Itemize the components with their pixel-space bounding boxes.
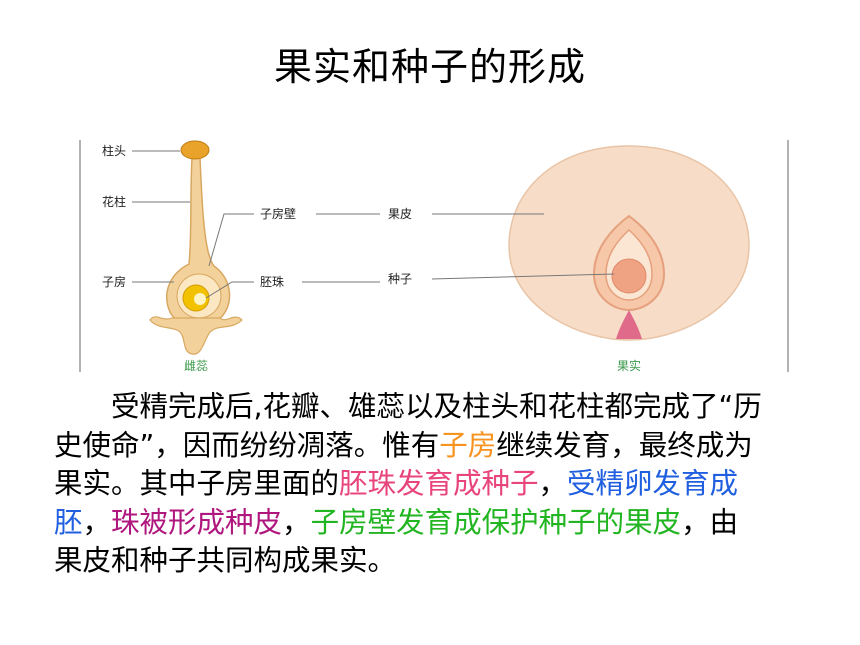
label-ovary: 子房 <box>102 274 126 289</box>
leader-seed <box>431 273 615 280</box>
leader-lines <box>132 150 615 299</box>
label-seed: 种子 <box>388 272 412 286</box>
leader-ovule <box>205 281 254 299</box>
label-pericarp: 果皮 <box>388 207 412 221</box>
label-style: 花柱 <box>102 194 126 209</box>
seed <box>611 258 647 294</box>
receptacle <box>149 316 243 355</box>
highlight-integument-to-seed-coat: 珠被形成种皮 <box>111 505 283 539</box>
fruit-stem-base <box>616 310 642 339</box>
text-segment: 受精完成后,花瓣、雄蕊以及柱头和花柱都完成了“历史使命”，因而纷纷凋落。惟有 <box>54 390 762 462</box>
fruit-illustration <box>508 145 750 341</box>
text-segment: ， <box>82 505 112 539</box>
stigma <box>180 140 210 160</box>
explanation-paragraph: 受精完成后,花瓣、雄蕊以及柱头和花柱都完成了“历史使命”，因而纷纷凋落。惟有子房… <box>54 388 766 581</box>
highlight-ovary: 子房 <box>439 428 497 462</box>
pistil-illustration <box>149 140 243 355</box>
leader-ovary-wall <box>208 213 254 267</box>
text-segment: ， <box>538 467 568 500</box>
highlight-ovary-wall-to-pericarp: 子房壁发育成保护种子的果皮 <box>310 505 682 539</box>
flower-to-fruit-diagram: 柱头 花柱 子房 子房壁 胚珠 果皮 种子 雌蕊 果实 <box>79 140 789 373</box>
caption-fruit: 果实 <box>617 358 641 373</box>
ovule-inner <box>194 293 206 305</box>
text-segment: 继续发育，最终成为果实。其中子房里面的 <box>54 428 753 501</box>
page-title: 果实和种子的形成 <box>273 45 586 89</box>
label-ovule: 胚珠 <box>260 275 284 289</box>
text-segment: ， <box>282 505 311 539</box>
text-segment: ，由果皮和种子共同构成果实。 <box>54 505 739 578</box>
label-ovary-wall: 子房壁 <box>260 206 296 221</box>
highlight-ovule-to-seed: 胚珠发育成种子 <box>339 467 539 500</box>
label-stigma: 柱头 <box>102 143 126 158</box>
caption-pistil: 雌蕊 <box>184 358 208 373</box>
highlight-zygote-to-embryo: 受精卵发育成胚 <box>54 467 739 539</box>
